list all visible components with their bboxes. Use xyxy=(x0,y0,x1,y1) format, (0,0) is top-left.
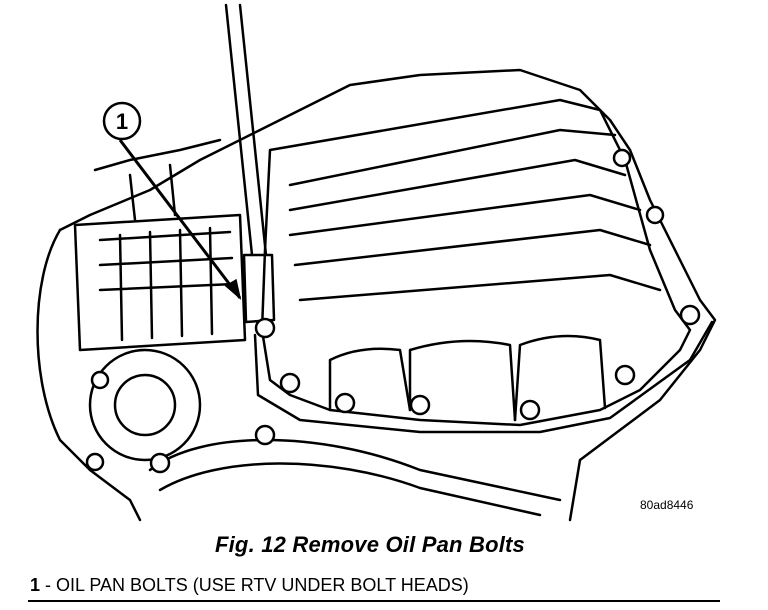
pan-rib-3 xyxy=(288,193,642,237)
transmission-drawing: 1 xyxy=(36,3,717,522)
legend-text: OIL PAN BOLTS (USE RTV UNDER BOLT HEADS) xyxy=(56,575,469,595)
oil-pan-illustration: 1 80ad8446 xyxy=(36,3,717,522)
callout-1 xyxy=(102,101,242,301)
bolt xyxy=(85,452,105,472)
bolt xyxy=(254,424,276,446)
bolt xyxy=(612,148,632,168)
dipstick-tube xyxy=(224,3,268,257)
figure-caption: Fig. 12 Remove Oil Pan Bolts xyxy=(214,532,525,557)
bolt xyxy=(254,317,276,339)
bolt xyxy=(614,364,636,386)
transmission-case xyxy=(58,68,717,522)
bolt xyxy=(679,304,701,326)
bolt xyxy=(149,452,171,474)
pan-rib-5 xyxy=(298,273,662,302)
callout-number: 1 xyxy=(116,109,128,134)
divider xyxy=(28,600,720,602)
bolt xyxy=(409,394,431,416)
legend-number: 1 xyxy=(30,575,41,595)
output-shaft xyxy=(88,348,202,462)
legend-separator: - xyxy=(40,575,57,595)
bell-housing xyxy=(36,228,142,522)
oil-pan-bolts xyxy=(85,148,701,474)
bolt xyxy=(90,370,110,390)
valve-body-grid xyxy=(73,213,247,352)
figure-reference-code: 80ad8446 xyxy=(640,498,694,512)
legend-item: 1 - OIL PAN BOLTS (USE RTV UNDER BOLT HE… xyxy=(30,575,469,596)
bolt xyxy=(519,399,541,421)
pan-rib-1 xyxy=(288,128,617,187)
bolt xyxy=(279,372,301,394)
bolt xyxy=(645,205,665,225)
pan-rib-2 xyxy=(288,158,627,212)
pan-flange xyxy=(253,320,714,434)
pan-rib-4 xyxy=(293,228,652,267)
bolt xyxy=(334,392,356,414)
